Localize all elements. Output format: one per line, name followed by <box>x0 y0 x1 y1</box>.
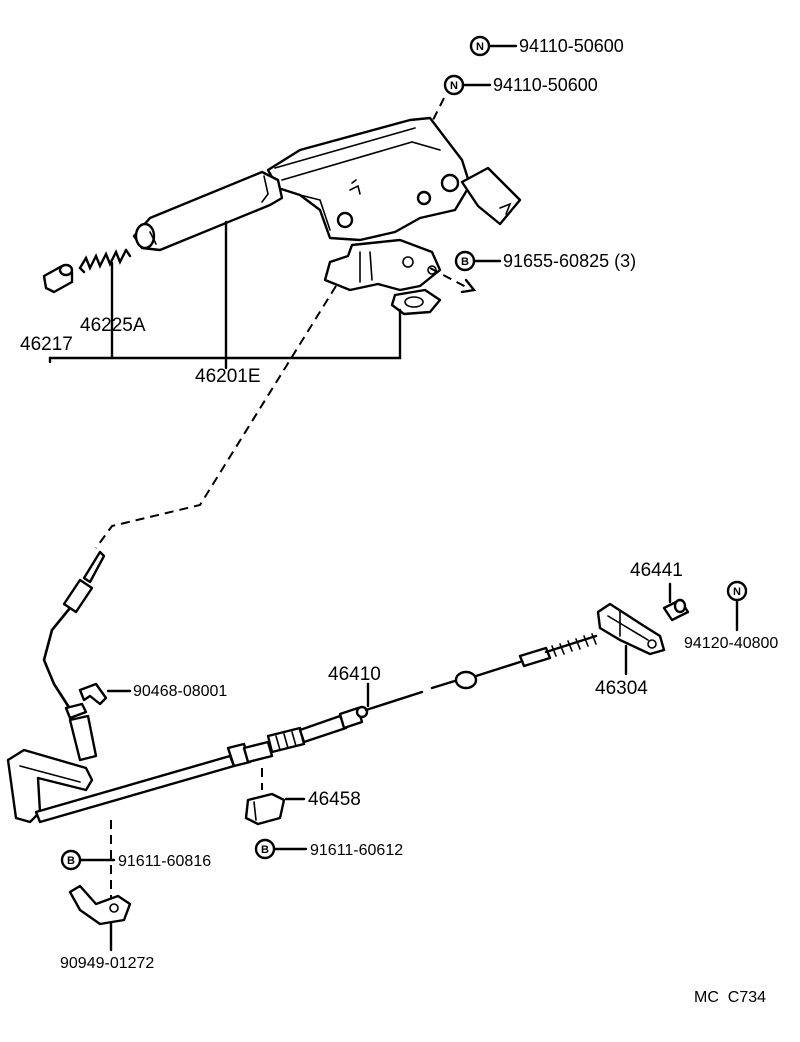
label-46458: 46458 <box>308 789 361 810</box>
nut-leader-dashed-line <box>431 97 445 123</box>
svg-text:91611-60816: 91611-60816 <box>118 853 211 870</box>
svg-text:94120-40800: 94120-40800 <box>684 635 778 652</box>
bracket-90949 <box>68 884 132 926</box>
svg-text:N: N <box>450 80 458 92</box>
svg-text:B: B <box>261 844 269 856</box>
equalizer-46410 <box>454 646 552 690</box>
svg-text:B: B <box>461 256 469 268</box>
bolt-label-91655: B 91655-60825 (3) <box>454 250 636 272</box>
label-46441: 46441 <box>630 560 683 581</box>
nut-label-94110-lower: N 94110-50600 <box>443 74 598 96</box>
cable-routing-dashed-line <box>95 285 337 549</box>
front-cable-end <box>42 550 106 762</box>
diagram-code: MC C734 <box>694 989 766 1006</box>
svg-text:N: N <box>733 586 741 598</box>
svg-text:94110-50600: 94110-50600 <box>519 36 624 56</box>
label-46225a: 46225A <box>80 315 146 336</box>
n-symbol-icon <box>726 580 748 602</box>
label-90949: 90949-01272 <box>60 955 154 972</box>
bolt-label-91611-right: B 91611-60612 <box>254 838 403 860</box>
label-46304: 46304 <box>595 678 648 699</box>
svg-text:N: N <box>476 41 484 53</box>
b-symbol-icon <box>254 838 276 860</box>
release-spring <box>78 248 132 274</box>
release-button <box>42 263 74 294</box>
clip-90468 <box>78 682 108 706</box>
nut-label-94110-upper: N 94110-50600 <box>469 35 624 57</box>
svg-text:94110-50600: 94110-50600 <box>493 75 598 95</box>
label-90468: 90468-08001 <box>133 683 227 700</box>
bracket-46304 <box>596 602 666 656</box>
adjusting-rod <box>544 633 598 657</box>
label-46410: 46410 <box>328 664 381 685</box>
cable-guide-tube <box>6 748 94 824</box>
parking-brake-cable <box>34 678 460 824</box>
nut-label-94120: N 94120-40800 <box>684 580 778 652</box>
svg-text:91611-60612: 91611-60612 <box>310 842 403 859</box>
svg-text:B: B <box>67 855 75 867</box>
lever-leader-lines <box>48 220 402 370</box>
clamp-46458 <box>244 792 286 826</box>
label-46217: 46217 <box>20 334 73 355</box>
b-symbol-icon <box>60 849 82 871</box>
label-46201e: 46201E <box>195 366 261 387</box>
parking-brake-lever-assembly <box>132 116 522 316</box>
nut-46441 <box>662 598 690 622</box>
cable-leader-lines <box>78 582 739 952</box>
bolt-label-91611-left: B 91611-60816 <box>60 849 211 871</box>
svg-text:91655-60825 (3): 91655-60825 (3) <box>503 251 636 271</box>
